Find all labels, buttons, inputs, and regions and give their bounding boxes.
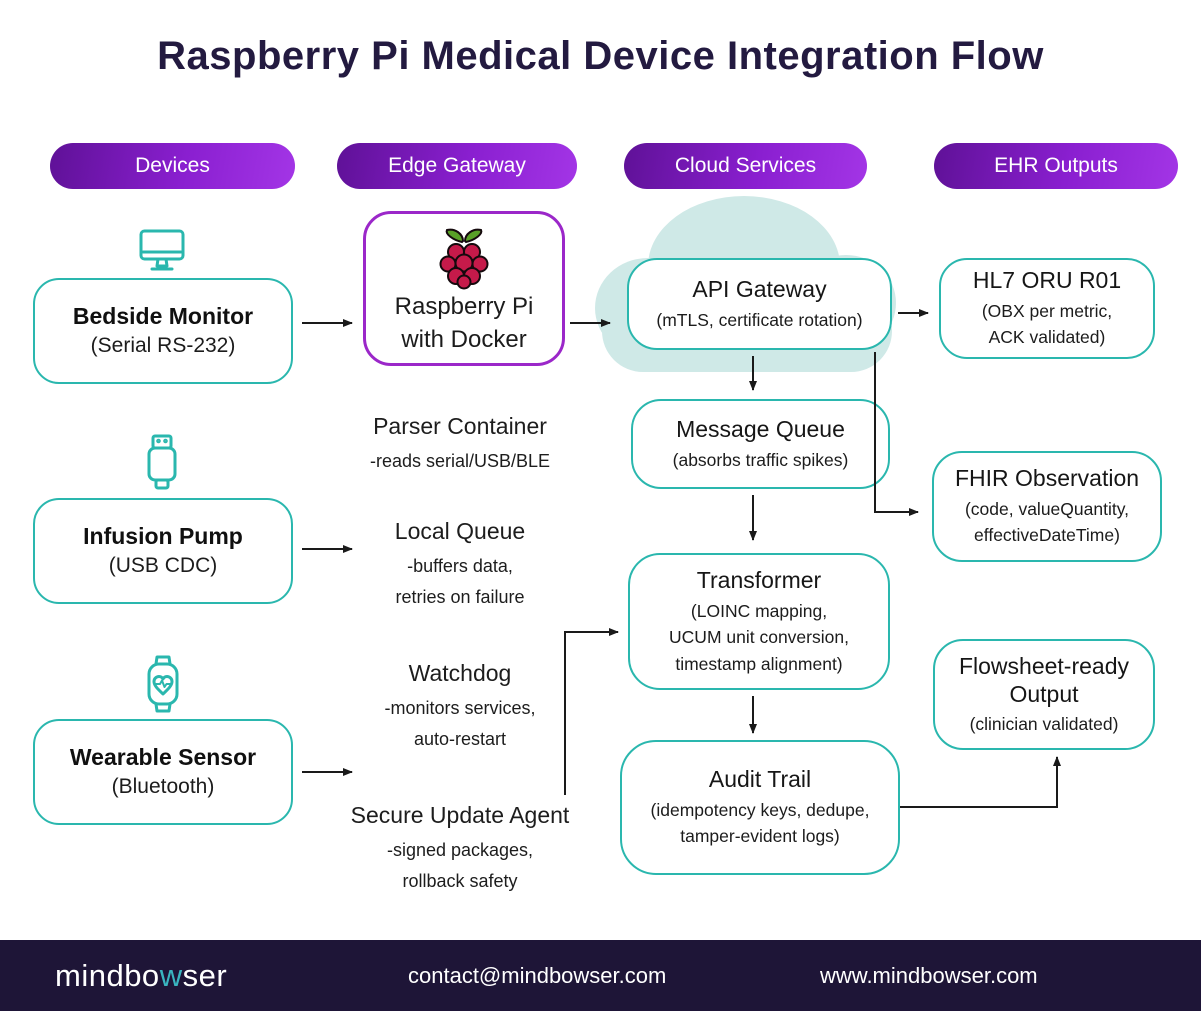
footer-email: contact@mindbowser.com — [408, 962, 667, 988]
node-infusion-pump: Infusion Pump (USB CDC) — [33, 498, 293, 604]
node-message-queue: Message Queue (absorbs traffic spikes) — [631, 399, 890, 489]
edge-service-detail: -buffers data, — [407, 555, 513, 576]
edge-service-watchdog: Watchdog -monitors services, auto-restar… — [340, 659, 580, 756]
node-bedside-monitor: Bedside Monitor (Serial RS-232) — [33, 278, 293, 384]
node-title: HL7 ORU R01 — [972, 267, 1122, 294]
node-subtitle: timestamp alignment) — [675, 653, 843, 674]
node-flowsheet-ready-output: Flowsheet-ready Output (clinician valida… — [933, 639, 1155, 750]
node-title: API Gateway — [692, 275, 827, 302]
node-title: FHIR Observation — [954, 465, 1140, 492]
logo-text: mindbo — [55, 957, 160, 993]
footer-website: www.mindbowser.com — [820, 962, 1038, 988]
edge-service-detail: rollback safety — [402, 871, 518, 892]
logo-accent-letter: w — [159, 957, 183, 993]
column-header-label: EHR Outputs — [994, 154, 1118, 177]
mindbowser-logo: mindbowser — [55, 958, 227, 994]
edge-service-detail: retries on failure — [395, 587, 525, 608]
node-hl7-oru-r01: HL7 ORU R01 (OBX per metric, ACK validat… — [939, 258, 1155, 359]
device-title: Wearable Sensor — [69, 744, 257, 771]
node-raspberry-pi-gateway: Raspberry Pi with Docker — [363, 211, 565, 366]
node-subtitle: tamper-evident logs) — [680, 826, 840, 847]
gateway-label-line2: with Docker — [401, 325, 527, 353]
node-title: Flowsheet-ready Output — [958, 652, 1130, 708]
node-title: Message Queue — [676, 415, 845, 442]
node-subtitle: (clinician validated) — [969, 714, 1119, 735]
column-header-edge-gateway: Edge Gateway — [337, 143, 577, 189]
column-header-cloud-services: Cloud Services — [624, 143, 867, 189]
edge-service-title: Parser Container — [373, 413, 547, 439]
node-title: Transformer — [696, 567, 822, 594]
edge-service-local-queue: Local Queue -buffers data, retries on fa… — [340, 517, 580, 614]
node-wearable-sensor: Wearable Sensor (Bluetooth) — [33, 719, 293, 825]
node-subtitle: (absorbs traffic spikes) — [672, 449, 849, 470]
edge-service-title: Secure Update Agent — [350, 802, 570, 828]
node-title: Audit Trail — [708, 766, 812, 793]
node-subtitle: ACK validated) — [988, 327, 1106, 348]
node-fhir-observation: FHIR Observation (code, valueQuantity, e… — [932, 451, 1162, 562]
edge-service-title: Watchdog — [408, 660, 512, 686]
node-subtitle: (mTLS, certificate rotation) — [656, 309, 863, 330]
device-subtitle: (Bluetooth) — [111, 775, 215, 799]
node-subtitle: effectiveDateTime) — [974, 525, 1120, 546]
column-header-label: Edge Gateway — [388, 154, 526, 177]
usb-drive-icon — [141, 434, 183, 497]
device-title: Bedside Monitor — [72, 303, 254, 330]
device-title: Infusion Pump — [83, 523, 243, 550]
edge-service-detail: -reads serial/USB/BLE — [369, 450, 551, 471]
node-subtitle: (code, valueQuantity, — [964, 499, 1130, 520]
raspberry-pi-icon — [433, 225, 495, 291]
logo-text: ser — [182, 957, 228, 993]
column-header-label: Cloud Services — [674, 154, 817, 177]
edge-service-detail: -monitors services, — [384, 697, 536, 718]
column-header-ehr-outputs: EHR Outputs — [934, 143, 1178, 189]
node-audit-trail: Audit Trail (idempotency keys, dedupe, t… — [620, 740, 900, 875]
arrow-audit-to-flowsheet — [900, 756, 1061, 808]
edge-service-detail: auto-restart — [413, 729, 507, 750]
gateway-label-line1: Raspberry Pi — [394, 293, 534, 321]
node-subtitle: (OBX per metric, — [981, 301, 1113, 322]
node-api-gateway: API Gateway (mTLS, certificate rotation) — [627, 258, 892, 350]
edge-service-parser-container: Parser Container -reads serial/USB/BLE — [340, 412, 580, 477]
edge-service-title: Local Queue — [394, 518, 526, 544]
node-subtitle: (idempotency keys, dedupe, — [650, 800, 870, 821]
edge-service-detail: -signed packages, — [386, 839, 534, 860]
monitor-icon — [138, 228, 186, 279]
edge-service-secure-update-agent: Secure Update Agent -signed packages, ro… — [320, 801, 600, 898]
device-subtitle: (USB CDC) — [108, 554, 218, 578]
column-header-label: Devices — [135, 154, 210, 177]
page-title: Raspberry Pi Medical Device Integration … — [157, 34, 1044, 78]
column-header-devices: Devices — [50, 143, 295, 189]
device-subtitle: (Serial RS-232) — [90, 334, 236, 358]
node-subtitle: UCUM unit conversion, — [669, 627, 849, 648]
smartwatch-icon — [145, 654, 181, 719]
footer-bar: mindbowser contact@mindbowser.com www.mi… — [0, 940, 1201, 1011]
node-transformer: Transformer (LOINC mapping, UCUM unit co… — [628, 553, 890, 690]
node-subtitle: (LOINC mapping, — [690, 601, 828, 622]
